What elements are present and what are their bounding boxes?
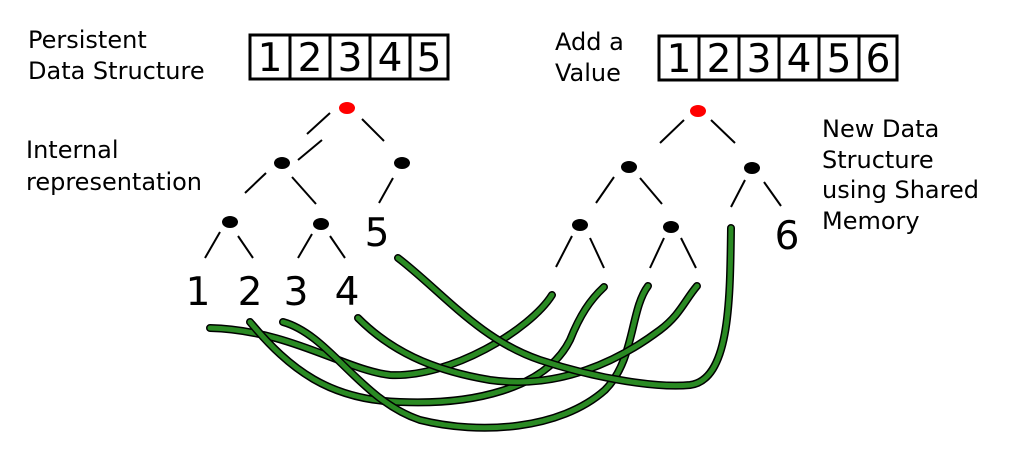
- right-edge-c-right: [589, 237, 605, 269]
- right-array-cell-4: 4: [787, 37, 812, 82]
- right-node-c: [572, 219, 588, 231]
- right-node-d: [663, 221, 679, 233]
- left-leaf-1: 1: [186, 270, 211, 315]
- right-new-leaf-6: 6: [775, 214, 800, 259]
- left-title-line-2: Data Structure: [28, 57, 205, 85]
- right-tree-label-line-4: Memory: [822, 207, 920, 235]
- left-array-cell-box-5: [408, 33, 450, 81]
- left-tree-label: Internal representation: [26, 136, 202, 196]
- right-array-cell-box-5: [817, 34, 861, 82]
- left-array-cell-box-1: [248, 33, 292, 81]
- left-array-cell-box-3: [328, 33, 372, 81]
- left-edge-c-two: [237, 235, 254, 259]
- left-edge-d-four: [329, 235, 346, 259]
- left-edge-d-three: [297, 233, 313, 259]
- left-leaf-2: 2: [238, 270, 263, 315]
- shared-link-1-fill: [207, 292, 555, 378]
- right-node-a: [621, 161, 637, 173]
- right-array-cell-box-6: [857, 34, 899, 82]
- right-tree-label-line-1: New Data: [822, 115, 939, 143]
- right-edge-b-six: [763, 181, 782, 207]
- right-array-cell-2: 2: [707, 37, 732, 82]
- left-node-d: [313, 218, 329, 230]
- left-node-c: [222, 216, 238, 228]
- left-array-cell-box-2: [288, 33, 332, 81]
- right-array-cell-box-2: [697, 34, 741, 82]
- shared-link-leaf-3: [279, 282, 652, 432]
- right-array-cell-6: 6: [866, 37, 891, 82]
- shared-link-4-outline: [354, 282, 701, 386]
- right-tree-label-line-2: Structure: [822, 146, 934, 174]
- left-root-node: [339, 102, 355, 114]
- left-edge-c-one: [204, 231, 221, 259]
- right-array-cell-1: 1: [667, 37, 692, 82]
- left-edge-a-right: [291, 176, 317, 205]
- left-tree-nodes: [222, 102, 410, 230]
- shared-link-5-fill: [395, 225, 734, 389]
- right-tree-label: New Data Structure using Shared Memory: [822, 115, 979, 235]
- shared-link-2-fill: [247, 284, 607, 405]
- left-array-cell-1: 1: [258, 36, 283, 81]
- right-edge-root-right: [710, 119, 736, 144]
- shared-link-3-fill: [280, 283, 651, 431]
- shared-link-leaf-4: [354, 282, 701, 386]
- left-array-cell-3: 3: [338, 36, 363, 81]
- left-edge-a-left: [244, 172, 267, 194]
- shared-link-leaf-1: [206, 291, 556, 380]
- left-edge-b-five: [378, 177, 394, 204]
- left-node-b: [394, 157, 410, 169]
- left-title: Persistent Data Structure: [28, 26, 205, 85]
- left-edge-root-left-b: [306, 112, 331, 135]
- right-title: Add a Value: [555, 28, 624, 87]
- left-array-cell-2: 2: [298, 36, 323, 81]
- shared-memory-links: [206, 224, 735, 432]
- right-edge-d-left: [649, 237, 665, 269]
- right-edge-a-left: [595, 176, 615, 204]
- right-root-node: [690, 105, 706, 117]
- right-title-line-1: Add a: [555, 28, 624, 56]
- right-array: 1 2 3 4 5 6: [657, 34, 899, 82]
- left-array-cell-5: 5: [417, 36, 442, 81]
- right-edge-c-left: [555, 235, 573, 268]
- right-tree-nodes: [572, 105, 760, 233]
- right-node-b: [744, 162, 760, 174]
- right-edge-root-left: [659, 119, 685, 144]
- shared-link-leaf-5: [394, 224, 735, 390]
- left-tree-leaves: 1 2 3 4 5: [186, 211, 390, 315]
- left-tree-edges: [204, 112, 394, 259]
- shared-link-4-fill: [355, 283, 700, 385]
- right-array-cell-3: 3: [747, 37, 772, 82]
- left-edge-root-right: [361, 118, 385, 142]
- right-edge-b-left: [730, 179, 746, 208]
- left-leaf-4: 4: [335, 270, 360, 315]
- left-tree-label-line-2: representation: [26, 168, 202, 196]
- left-leaf-3: 3: [284, 270, 309, 315]
- right-title-line-2: Value: [555, 59, 621, 87]
- right-edge-d-right: [680, 237, 697, 269]
- left-edge-root-left: [297, 139, 323, 161]
- left-node-a: [274, 157, 290, 169]
- right-tree-edges: [555, 119, 782, 269]
- left-leaf-5: 5: [365, 211, 390, 256]
- left-array-cell-4: 4: [378, 36, 403, 81]
- shared-link-leaf-2: [246, 283, 608, 407]
- right-edge-a-right: [639, 177, 663, 205]
- left-title-line-1: Persistent: [28, 26, 147, 54]
- right-tree-label-line-3: using Shared: [822, 176, 979, 204]
- right-array-cell-5: 5: [827, 37, 852, 82]
- left-tree-label-line-1: Internal: [26, 136, 119, 164]
- left-array: 1 2 3 4 5: [248, 33, 450, 81]
